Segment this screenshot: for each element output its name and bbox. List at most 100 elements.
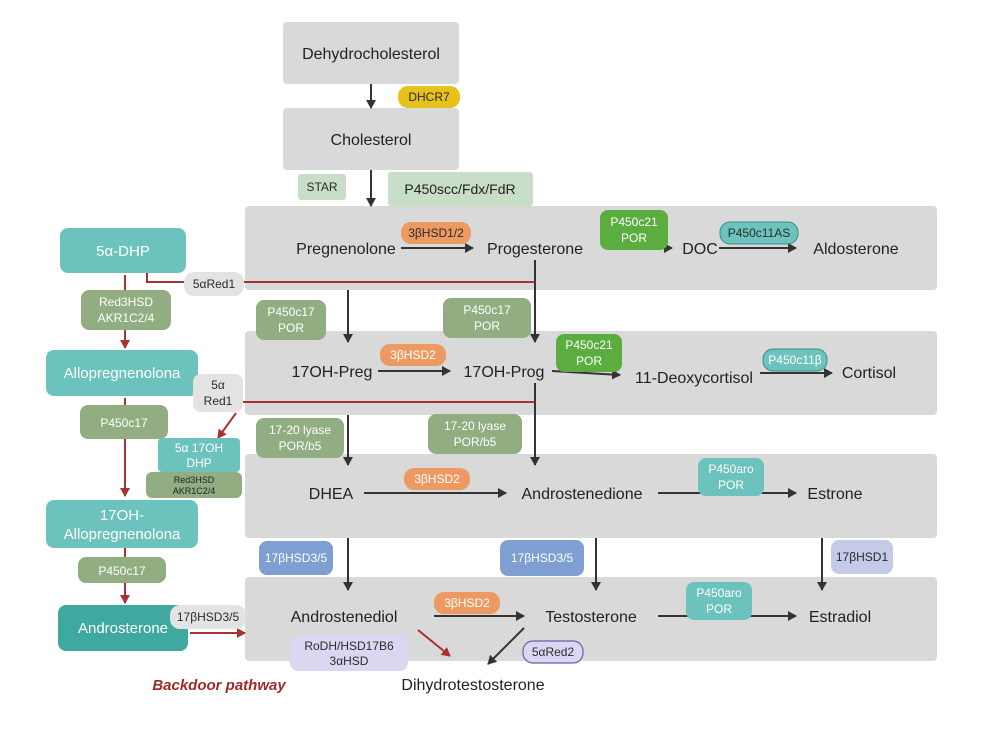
p450c17-label-1: P450c17 [267, 305, 315, 319]
3bhsd2-label-1: 3βHSD2 [390, 348, 436, 362]
cortisol-label: Cortisol [842, 365, 896, 382]
doc-label: DOC [682, 241, 718, 258]
5a-17oh-dhp-box [158, 438, 240, 472]
17bhsd3-5-pill-2 [500, 540, 584, 576]
17bhsd3-5-backdoor-pill [170, 605, 246, 629]
p450c17-backdoor-pill-1 [80, 405, 168, 439]
porb5-label-1: POR/b5 [279, 439, 322, 453]
allopreg-label: Allopregnenolona [64, 365, 181, 382]
3bhsd2-pill-1 [380, 344, 446, 366]
p450c17-backdoor-pill-2 [78, 557, 166, 583]
p450aro-por-pill-1 [698, 458, 764, 496]
lyase-porb5-pill-2 [428, 414, 522, 454]
3bhsd2-label-2: 3βHSD2 [414, 472, 460, 486]
17bhsd3-5-backdoor-label: 17βHSD3/5 [177, 610, 240, 624]
pregnenolone-label: Pregnenolone [296, 241, 396, 258]
17oh-allopreg-label-1: 17OH- [100, 507, 144, 524]
por-label-3: POR [474, 319, 500, 333]
red3hsd-pill-1 [81, 290, 171, 330]
rodh-label: RoDH/HSD17B6 [304, 639, 394, 653]
red3hsd-pill-2 [146, 472, 242, 498]
p450c21-por-pill-1 [600, 210, 668, 250]
17bhsd3-5-label-2: 17βHSD3/5 [511, 551, 574, 565]
5a-17oh-label: 5α 17OH [175, 441, 223, 455]
17bhsd1-pill [831, 540, 893, 574]
3ahsd-label: 3αHSD [330, 654, 369, 668]
5a-red1-label-b: Red1 [204, 394, 233, 408]
dehydrocholesterol-label: Dehydrocholesterol [302, 46, 440, 63]
17oh-allopreg-label-2: Allopregnenolona [64, 526, 181, 543]
por-label-1: POR [621, 231, 647, 245]
p450c11as-pill [719, 221, 799, 245]
dihydrotestosterone-label: Dihydrotestosterone [401, 677, 544, 694]
dhp-label: DHP [186, 456, 211, 470]
dhcr7-label: DHCR7 [408, 90, 450, 104]
p450c21-label-2: P450c21 [565, 338, 613, 352]
backdoor-pathway-title: Backdoor pathway [152, 677, 286, 694]
estradiol-label: Estradiol [809, 609, 871, 626]
p450c11b-pill [762, 348, 828, 372]
p450c11as-label: P450c11AS [728, 226, 791, 240]
3bhsd2-label-3: 3βHSD2 [444, 596, 490, 610]
rodh-3ahsd-pill [290, 635, 408, 671]
androsterone-label: Androsterone [78, 620, 168, 637]
akr1c24-label-2: AKR1C2/4 [173, 486, 216, 496]
estrone-label: Estrone [807, 486, 862, 503]
17bhsd3-5-label-1: 17βHSD3/5 [265, 551, 328, 565]
cholesterol-label: Cholesterol [331, 132, 412, 149]
17bhsd3-5-pill-1 [259, 541, 333, 575]
3bhsd1-2-label: 3βHSD1/2 [408, 226, 464, 240]
allopreg-box [46, 350, 198, 396]
3bhsd1-2-pill [401, 222, 471, 244]
5ared1-label: 5αRed1 [193, 277, 236, 291]
p450c17-por-pill-1 [256, 300, 326, 340]
star-pill [298, 174, 346, 200]
por-label-6: POR [706, 602, 732, 616]
5ared1-pill [184, 272, 244, 296]
androsterone-box [58, 605, 188, 651]
5a-dhp-label: 5α-DHP [96, 243, 150, 260]
p450aro-por-pill-2 [686, 582, 752, 620]
5a-red1-pill [193, 374, 243, 412]
lyase-label-1: 17-20 lyase [269, 423, 331, 437]
p450aro-label-1: P450aro [708, 462, 754, 476]
17oh-allopreg-box [46, 500, 198, 548]
akr1c24-label-1: AKR1C2/4 [98, 311, 155, 325]
androstenediol-label: Androstenediol [291, 609, 398, 626]
p450c11b-label: P450c11β [768, 353, 821, 367]
dehydrocholesterol-box [283, 22, 459, 84]
aldosterone-label: Aldosterone [813, 241, 898, 258]
lyase-porb5-pill-1 [256, 418, 344, 458]
3bhsd2-pill-2 [404, 468, 470, 490]
cholesterol-box [283, 108, 459, 170]
porb5-label-2: POR/b5 [454, 435, 497, 449]
por-label-2: POR [278, 321, 304, 335]
red3hsd-label-2: Red3HSD [174, 475, 215, 485]
p450c21-label-1: P450c21 [610, 215, 658, 229]
red3hsd-label-1: Red3HSD [99, 295, 153, 309]
3bhsd2-pill-3 [434, 592, 500, 614]
5a-dhp-box [60, 228, 186, 273]
progesterone-label: Progesterone [487, 241, 583, 258]
por-label-5: POR [718, 478, 744, 492]
androstenedione-label: Androstenedione [522, 486, 643, 503]
5a-red1-label-a: 5α [211, 378, 225, 392]
panel-row-4 [245, 577, 937, 661]
p450c17-backdoor-label-2: P450c17 [98, 564, 146, 578]
p450c17-backdoor-label-1: P450c17 [100, 416, 148, 430]
por-label-4: POR [576, 354, 602, 368]
5ared2-label: 5αRed2 [532, 645, 575, 659]
17bhsd1-label: 17βHSD1 [836, 550, 889, 564]
p450scc-label: P450scc/Fdx/FdR [404, 181, 515, 197]
testosterone-label: Testosterone [545, 609, 637, 626]
17oh-prog-label: 17OH-Prog [464, 364, 545, 381]
p450c17-por-pill-2 [443, 298, 531, 338]
17oh-preg-label: 17OH-Preg [292, 364, 373, 381]
p450scc-pill [388, 172, 533, 206]
p450c21-por-pill-2 [556, 334, 622, 372]
dhcr7-pill [398, 86, 460, 108]
star-label: STAR [306, 180, 337, 194]
lyase-label-2: 17-20 lyase [444, 419, 506, 433]
p450aro-label-2: P450aro [696, 586, 742, 600]
